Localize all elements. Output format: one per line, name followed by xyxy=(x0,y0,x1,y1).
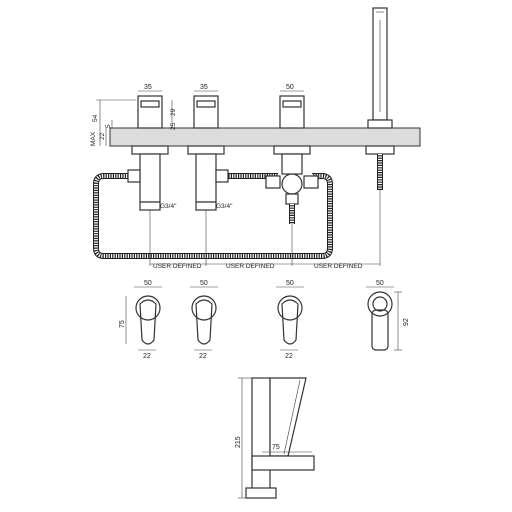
spout-reach: 75 xyxy=(272,444,280,451)
deck-plate xyxy=(109,127,421,147)
connection-label-mid: G3/4" xyxy=(216,203,233,210)
top-dim-mid: 35 xyxy=(200,84,208,91)
user-defined-label-3: USER DEFINED xyxy=(314,263,363,270)
fv1-width: 50 xyxy=(144,280,152,287)
fv1-depth: 22 xyxy=(143,353,151,360)
fv3-depth: 22 xyxy=(285,353,293,360)
dim-29: 29 xyxy=(170,108,177,116)
fv2-width: 50 xyxy=(200,280,208,287)
dim-22: 22 xyxy=(99,132,106,140)
front-view-4: 50 92 xyxy=(366,280,410,351)
front-view-2: 50 22 xyxy=(190,280,218,360)
front-view-3: 50 22 xyxy=(276,280,304,360)
dim-max: MAX xyxy=(90,131,97,146)
fv1-height: 75 xyxy=(119,320,126,328)
assembly-elevation: USER DEFINED USER DEFINED USER DEFINED G… xyxy=(90,7,421,270)
spout-side-view: 215 75 xyxy=(235,377,315,499)
valve-left xyxy=(127,95,169,211)
hose-loop xyxy=(94,174,332,258)
fv4-width: 50 xyxy=(376,280,384,287)
dim-25: 25 xyxy=(170,122,177,130)
front-view-1: 50 75 22 xyxy=(119,280,162,360)
fv4-height: 92 xyxy=(403,318,410,326)
diverter-valve xyxy=(265,95,319,224)
handle-front-views: 50 75 22 50 22 50 22 5 xyxy=(119,280,410,360)
user-defined-label-1: USER DEFINED xyxy=(153,263,202,270)
dim-54: 54 xyxy=(92,114,99,122)
spout-height: 215 xyxy=(235,436,242,448)
top-dim-diverter: 50 xyxy=(286,84,294,91)
handshower xyxy=(365,7,395,190)
fv2-depth: 22 xyxy=(199,353,207,360)
connection-label-left: G3/4" xyxy=(160,203,177,210)
fv3-width: 50 xyxy=(286,280,294,287)
top-dim-left: 35 xyxy=(144,84,152,91)
dim-5: 5 xyxy=(105,124,112,128)
valve-middle xyxy=(187,95,229,211)
user-defined-label-2: USER DEFINED xyxy=(226,263,275,270)
